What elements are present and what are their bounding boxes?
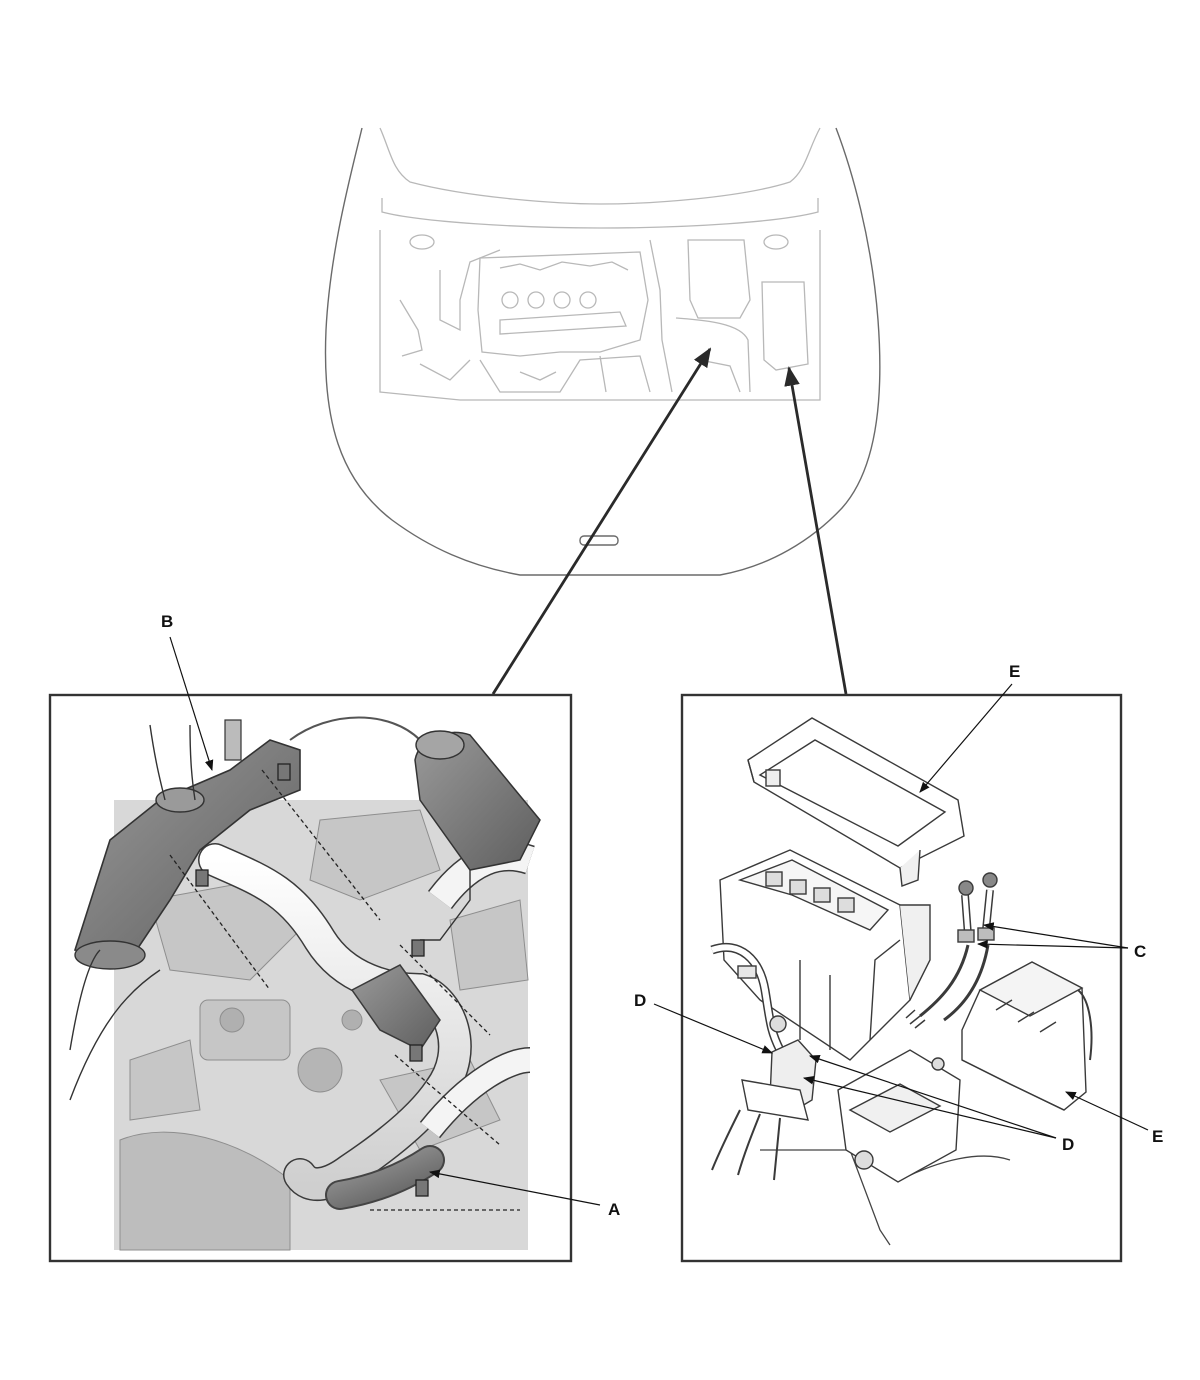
leader-d-upper [808,1054,1057,1139]
detail-panel-left: A B [48,612,620,1263]
canister [414,730,541,941]
hose-clamp-markers [169,763,520,1211]
hose-joint [350,964,441,1051]
fuse-box-small [961,961,1093,1111]
leader-c-lower [976,939,1129,949]
pointer-arrow-left-detail [491,347,712,695]
callout-label-b: B [161,612,173,631]
cowl-line [381,198,819,229]
callout-label-d-left: D [634,991,646,1010]
leader-b [169,636,214,772]
leader-c-upper [982,922,1129,949]
engine-bay [379,230,821,401]
fuse-box-cover [747,717,965,887]
windshield-line [379,127,821,205]
leader-e-bottom [1065,1091,1149,1131]
terminal-c [905,872,998,1029]
callout-label-e-bottom: E [1152,1127,1163,1146]
lower-bracket [837,1049,961,1183]
leader-d-lower [802,1076,1057,1139]
callout-label-a: A [608,1200,620,1219]
leader-a [428,1169,601,1206]
fuse-box [719,849,931,1061]
upper-hose-outline [289,716,421,741]
callout-label-d-right: D [1062,1135,1074,1154]
hood-outline [324,127,881,576]
intake-pipe-b [73,739,301,961]
leader-d-left [653,1003,773,1054]
connector-d [711,1039,817,1181]
detail-panel-right: E C D D E [634,662,1163,1263]
engine-background-parts [119,809,529,1251]
callout-label-c: C [1134,942,1146,961]
hood-handle [579,535,619,546]
leader-e-top [919,683,1013,793]
vehicle-overview [324,127,881,576]
pointer-arrow-right-detail [784,366,848,695]
callout-label-e-top: E [1009,662,1020,681]
